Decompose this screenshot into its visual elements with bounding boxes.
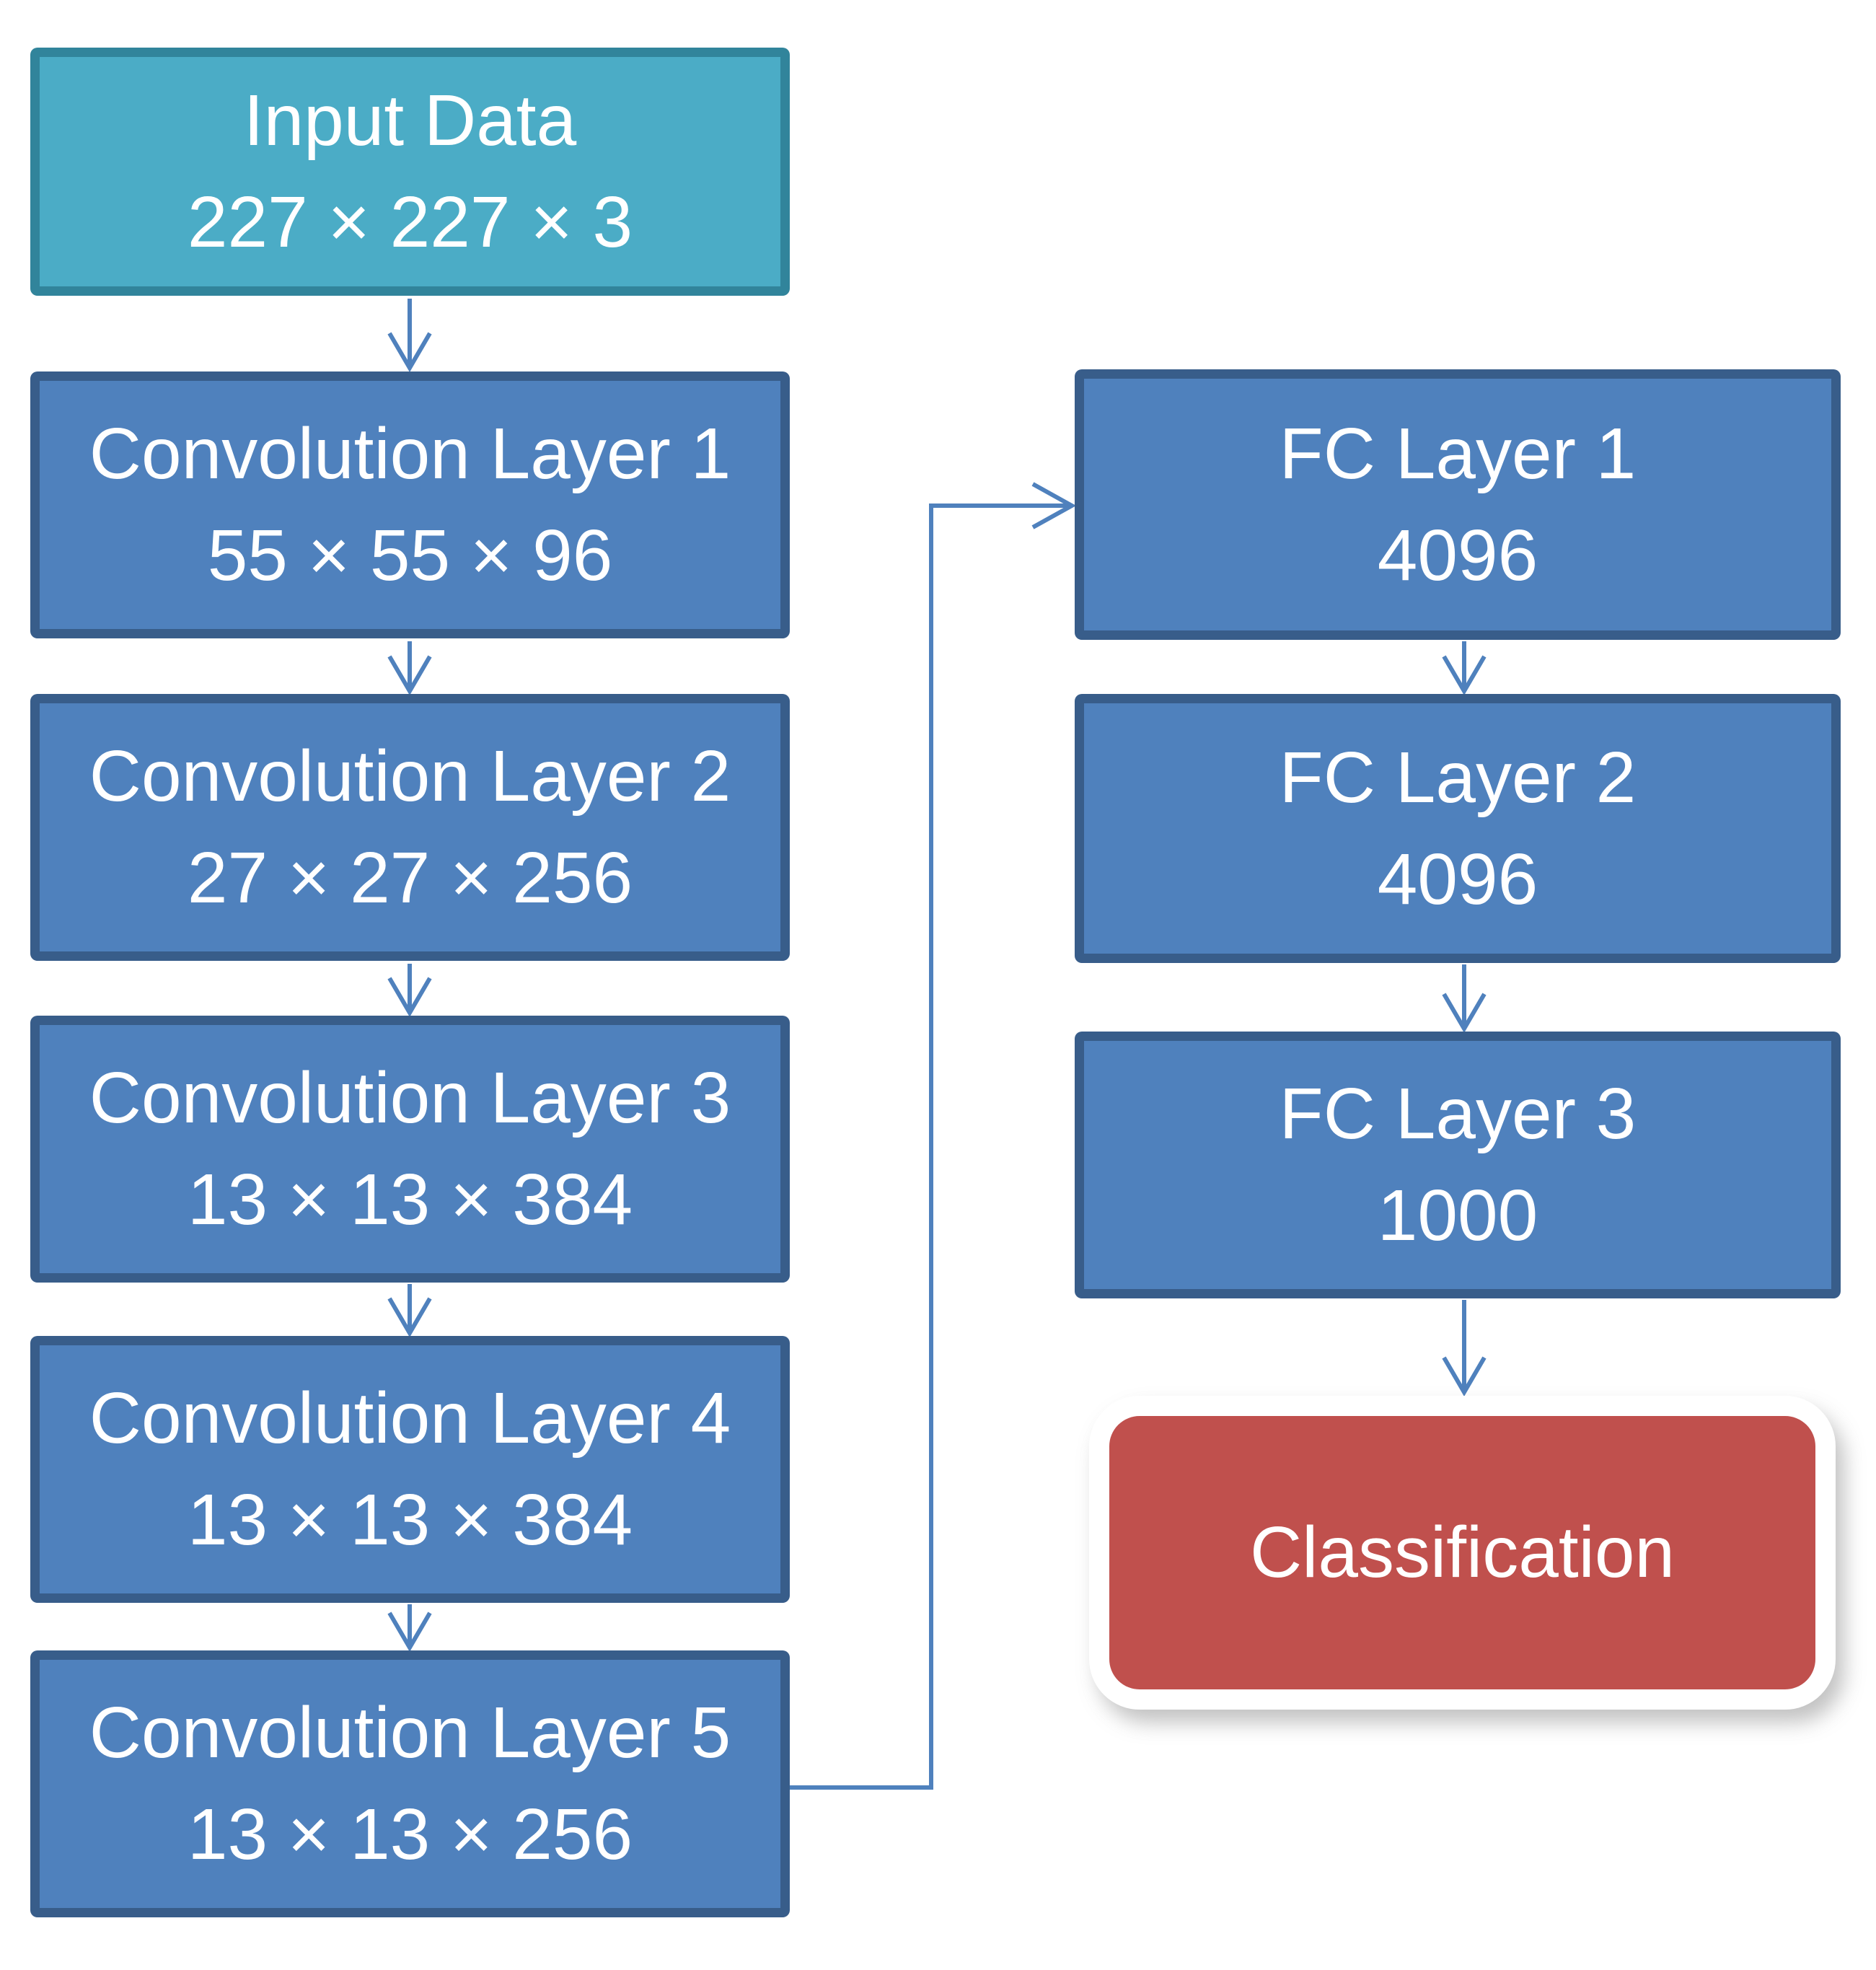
arrow-conv1-to-conv2 [387,641,432,695]
node-title: Convolution Layer 4 [89,1378,731,1459]
node-dimensions: 13 × 13 × 384 [187,1479,633,1560]
node-dimensions: 27 × 27 × 256 [187,837,633,918]
node-fc-layer-2: FC Layer 2 4096 [1075,694,1841,963]
node-title: FC Layer 2 [1279,736,1637,818]
arrow-fc2-to-fc3 [1442,964,1487,1033]
node-convolution-layer-2: Convolution Layer 2 27 × 27 × 256 [30,694,790,961]
node-fc-layer-3: FC Layer 3 1000 [1075,1032,1841,1298]
arrow-conv2-to-conv3 [387,964,432,1017]
node-fc-layer-1: FC Layer 1 4096 [1075,369,1841,640]
node-dimensions: 13 × 13 × 384 [187,1159,633,1240]
arrowhead-conv5-to-fc1 [1031,482,1077,529]
node-convolution-layer-1: Convolution Layer 1 55 × 55 × 96 [30,371,790,638]
node-title: Input Data [243,80,577,161]
node-dimensions: 13 × 13 × 256 [187,1794,633,1875]
node-dimensions: 227 × 227 × 3 [187,182,633,263]
node-dimensions: 1000 [1377,1175,1538,1256]
node-convolution-layer-3: Convolution Layer 3 13 × 13 × 384 [30,1016,790,1283]
node-input-data: Input Data 227 × 227 × 3 [30,48,790,296]
node-title: FC Layer 3 [1279,1073,1637,1154]
arrow-conv4-to-conv5 [387,1604,432,1652]
node-convolution-layer-5: Convolution Layer 5 13 × 13 × 256 [30,1650,790,1917]
node-title: Classification [1249,1512,1675,1593]
node-title: Convolution Layer 2 [89,736,731,817]
node-dimensions: 4096 [1377,514,1538,596]
arrow-fc3-to-classification [1442,1300,1487,1397]
node-convolution-layer-4: Convolution Layer 4 13 × 13 × 384 [30,1336,790,1603]
node-title: Convolution Layer 3 [89,1057,731,1138]
connector-conv5-to-fc1 [790,504,1070,1790]
arrow-input-to-conv1 [387,299,432,372]
arrow-fc1-to-fc2 [1442,641,1487,695]
node-classification: Classification [1089,1396,1836,1710]
node-title: Convolution Layer 5 [89,1692,731,1773]
arrow-conv3-to-conv4 [387,1284,432,1337]
node-title: Convolution Layer 1 [89,413,731,494]
node-dimensions: 4096 [1377,838,1538,920]
node-title: FC Layer 1 [1279,413,1637,494]
node-dimensions: 55 × 55 × 96 [207,515,613,596]
